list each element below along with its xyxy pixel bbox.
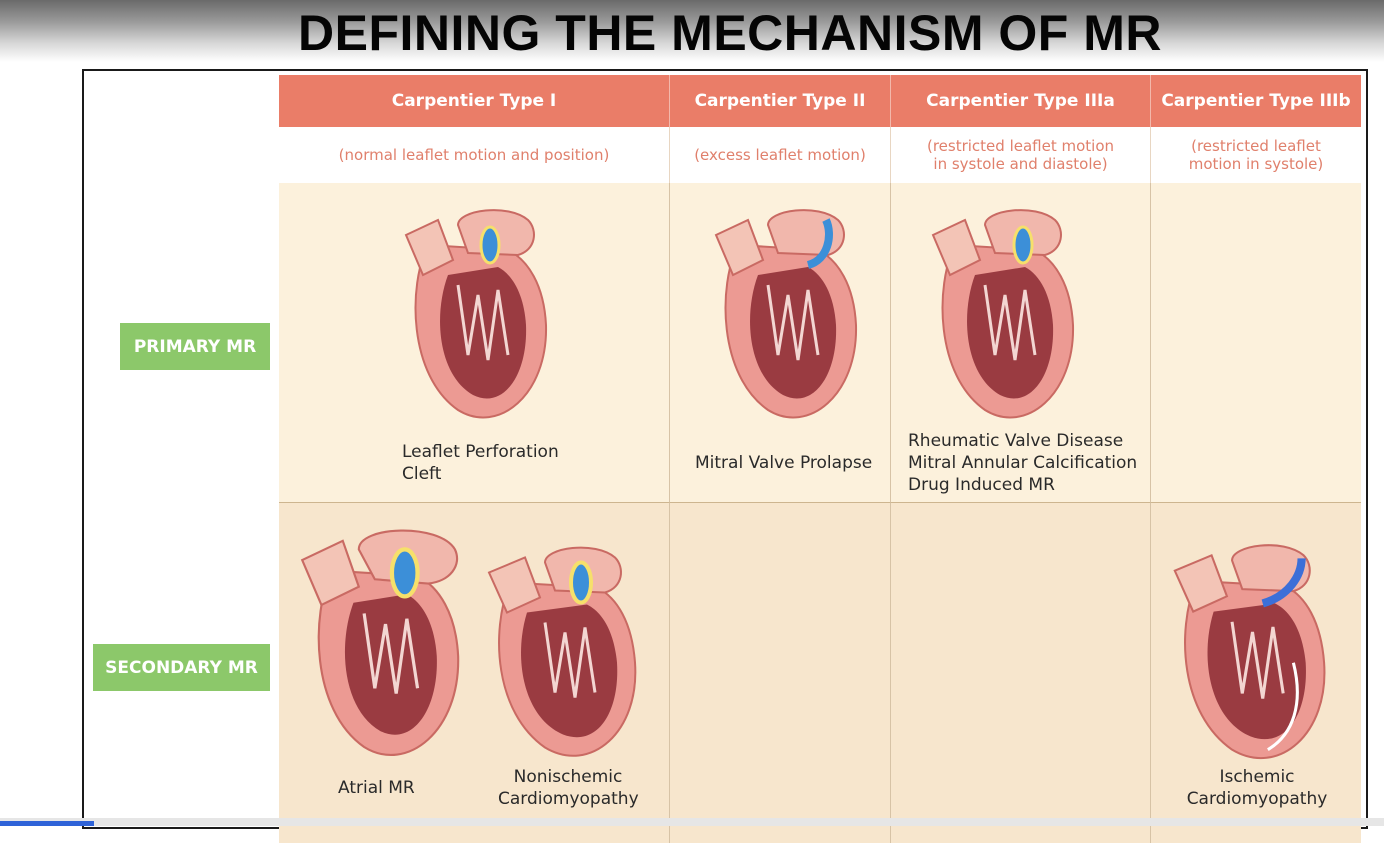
condition-ischemic-cardiomyopathy: Ischemic Cardiomyopathy [1186,767,1328,809]
cell-secondary-type-2 [670,503,891,843]
video-progress-fill [0,821,95,826]
condition-type-3a-primary: Rheumatic Valve Disease Mitral Annular C… [908,431,1138,495]
header-type-3a: Carpentier Type IIIa [891,75,1151,127]
header-type-2: Carpentier Type II [670,75,891,127]
subheader-type-3b: (restricted leaflet motion in systole) [1151,127,1361,183]
condition-type-1-primary: Leaflet Perforation Cleft [402,442,559,484]
condition-type-2-primary: Mitral Valve Prolapse [695,453,873,473]
heart-illustration [404,209,548,419]
header-type-1: Carpentier Type I [279,75,670,127]
cell-primary-type-3b [1151,183,1361,503]
heart-illustration [714,209,858,419]
title-bar [0,0,1384,62]
heart-illustration [1173,544,1326,760]
condition-atrial-mr: Atrial MR [338,778,415,798]
subheader-type-3a: (restricted leaflet motion in systole an… [891,127,1151,183]
subheader-type-2: (excess leaflet motion) [670,127,891,183]
heart-illustration [931,209,1075,419]
slide-title: DEFINING THE MECHANISM OF MR [298,5,1162,61]
row-label-primary: PRIMARY MR [120,323,270,370]
subheader-type-1: (normal leaflet motion and position) [279,127,670,183]
heart-illustration [300,529,460,757]
video-progress-track[interactable] [0,818,1384,826]
row-label-secondary: SECONDARY MR [93,644,270,691]
header-type-3b: Carpentier Type IIIb [1151,75,1361,127]
cell-secondary-type-3a [891,503,1151,843]
condition-nonischemic-cardiomyopathy: Nonischemic Cardiomyopathy [498,767,639,809]
heart-illustration [487,546,637,757]
